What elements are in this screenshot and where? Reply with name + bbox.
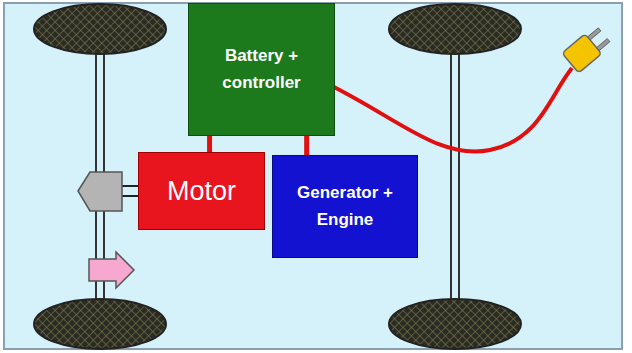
motor-shaft: [120, 185, 140, 187]
node-label: Battery + controller: [207, 43, 317, 96]
wheel: [34, 299, 166, 349]
motor-box: Motor: [138, 152, 265, 230]
plug: [562, 25, 612, 73]
power-wire: [304, 136, 309, 155]
battery-box: Battery + controller: [188, 3, 335, 136]
power-wire: [207, 136, 212, 152]
generator-box: Generator + Engine: [272, 155, 418, 258]
rear-axle: [450, 30, 452, 325]
wheel: [389, 4, 521, 54]
chassis: [4, 3, 622, 349]
wheel: [389, 299, 521, 349]
rear-axle: [458, 30, 460, 325]
wheel: [34, 4, 166, 54]
gear: [78, 172, 122, 211]
node-label: Motor: [167, 175, 236, 207]
charging-cable: [330, 68, 572, 152]
motor-shaft: [120, 195, 140, 197]
node-label: Generator + Engine: [280, 180, 410, 233]
drive-arrow: [89, 252, 134, 288]
